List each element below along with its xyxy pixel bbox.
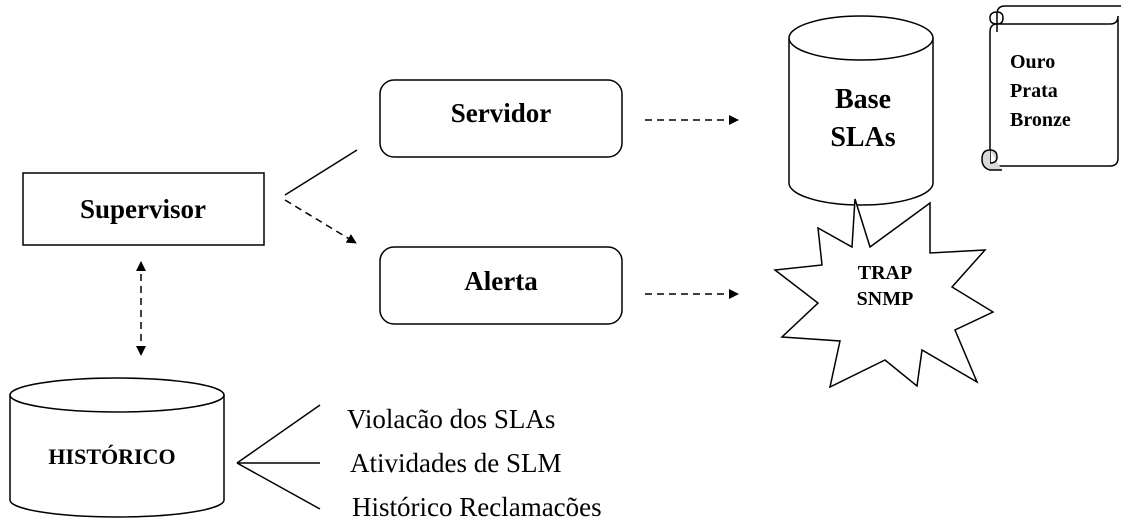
supervisor-to-servidor-line <box>284 149 358 196</box>
historico-branches <box>236 404 321 510</box>
historico-item-atividades: Atividades de SLM <box>350 448 561 478</box>
base-slas-node: Base SLAs <box>788 15 934 206</box>
historico-cylinder-top <box>9 377 225 413</box>
supervisor-label: Supervisor <box>80 194 206 224</box>
historico-item-reclamacoes: Histórico Reclamacões <box>352 492 602 521</box>
snmp-label: SNMP <box>857 288 914 310</box>
scroll-top-roll <box>989 5 1121 32</box>
servidor-node: Servidor <box>379 79 623 158</box>
historico-cylinder-body <box>9 395 225 518</box>
supervisor-box <box>22 172 265 246</box>
base-slas-line1: Base <box>835 84 891 115</box>
sla-level-bronze: Bronze <box>1010 109 1071 131</box>
supervisor-to-alerta-arrow <box>284 199 357 244</box>
alerta-label: Alerta <box>464 266 538 296</box>
base-slas-cylinder-top <box>788 15 934 61</box>
alerta-node: Alerta <box>379 246 623 325</box>
trap-snmp-node: TRAP SNMP <box>773 198 995 389</box>
alerta-box <box>379 246 623 325</box>
servidor-label: Servidor <box>451 98 552 128</box>
branch-line-bottom <box>236 462 321 510</box>
sla-level-ouro: Ouro <box>1010 51 1055 73</box>
base-slas-cylinder-body <box>788 38 934 206</box>
historico-label: HISTÓRICO <box>48 444 175 469</box>
trap-label: TRAP <box>858 262 912 284</box>
historico-item-violacao: Violacão dos SLAs <box>347 404 555 434</box>
scroll-sheet <box>989 15 1119 167</box>
trap-snmp-burst <box>773 198 995 389</box>
branch-line-top <box>236 404 321 464</box>
sla-level-prata: Prata <box>1010 80 1058 102</box>
scroll-bottom-roll <box>981 149 1002 171</box>
supervisor-node: Supervisor <box>22 172 265 246</box>
base-slas-line2: SLAs <box>830 122 895 153</box>
historico-node: HISTÓRICO <box>9 377 225 518</box>
servidor-box <box>379 79 623 158</box>
sla-levels-scroll: Ouro Prata Bronze <box>981 5 1121 171</box>
